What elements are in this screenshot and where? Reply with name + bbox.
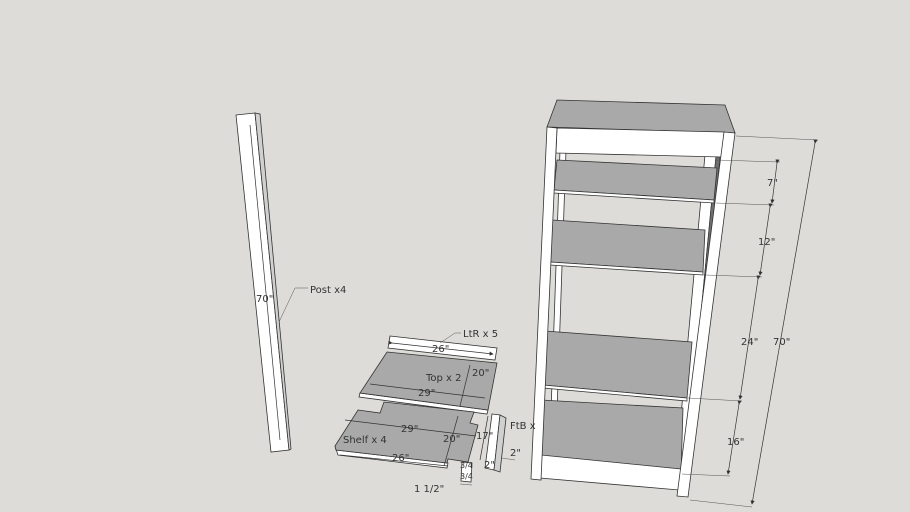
top-width-label: 20" <box>472 368 489 379</box>
bookcase-dimensions <box>681 135 819 508</box>
ftb-name-label: FtB x <box>510 421 536 432</box>
bookcase-assembly[interactable] <box>530 99 736 498</box>
post-name-label: Post x4 <box>310 285 346 296</box>
shelf-length-label: 29" <box>401 424 418 435</box>
ftb-width-b-label: 2" <box>484 460 495 471</box>
total-height-label: 70" <box>773 337 790 348</box>
top-part[interactable] <box>358 351 498 415</box>
gap-2-label: 12" <box>758 237 775 248</box>
ftb-thick-b-label: 3/4 <box>460 472 473 481</box>
post-leader <box>278 287 308 323</box>
ftb-height-label: 17" <box>476 431 493 442</box>
ltr-part[interactable] <box>387 332 498 361</box>
post-length-label: 70" <box>256 294 273 305</box>
gap-3-label: 24" <box>741 337 758 348</box>
shelf-width-label: 20" <box>443 434 460 445</box>
ltr-length-label: 26" <box>432 344 449 355</box>
ltr-name-label: LtR x 5 <box>463 329 498 340</box>
post-dimension-line <box>249 124 281 441</box>
shelf-inner-length-label: 26" <box>392 453 409 464</box>
post-part[interactable] <box>235 112 308 453</box>
ftb-thick-a-label: 3/4 <box>460 461 473 470</box>
ftb-width-a-label: 2" <box>510 448 521 459</box>
shelf-name-label: Shelf x 4 <box>343 435 387 446</box>
shelf-part[interactable] <box>334 401 479 469</box>
top-length-label: 29" <box>418 388 435 399</box>
ftb-part[interactable] <box>459 413 516 486</box>
ftb-depth-label: 1 1/2" <box>414 484 444 495</box>
gap-4-label: 16" <box>727 437 744 448</box>
gap-1-label: 7" <box>767 178 778 189</box>
top-name-label: Top x 2 <box>425 373 462 384</box>
